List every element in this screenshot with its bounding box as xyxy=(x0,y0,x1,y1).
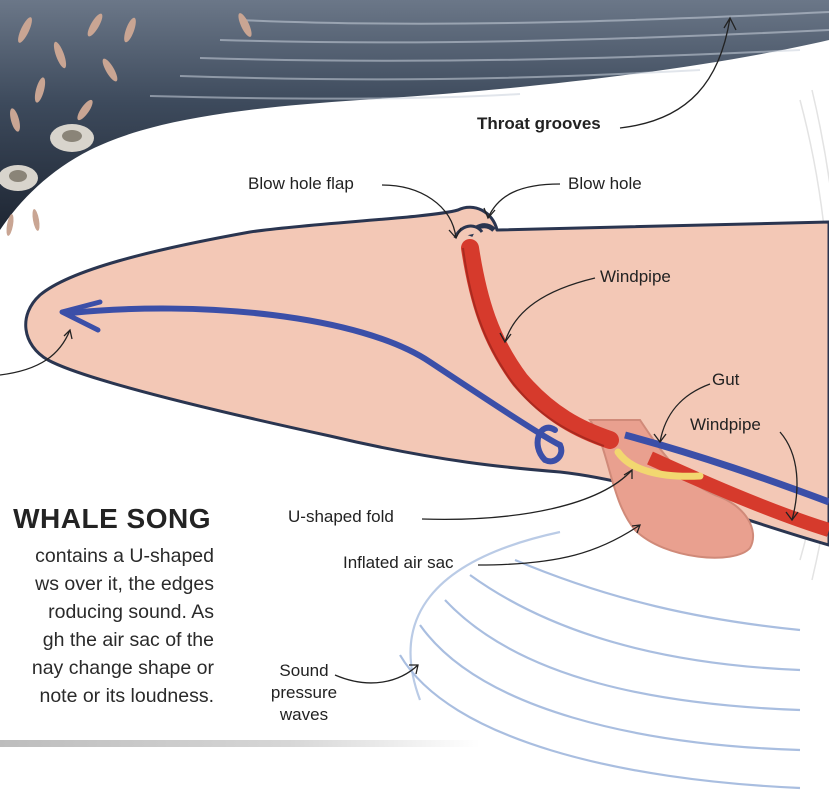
label-pressure-line: pressure xyxy=(268,682,340,704)
sound-pressure-waves xyxy=(400,532,800,788)
label-waves-line: waves xyxy=(268,704,340,726)
label-windpipe-lower: Windpipe xyxy=(690,415,761,435)
label-throat-grooves: Throat grooves xyxy=(477,114,601,134)
panel-body-line: contains a U-shaped xyxy=(35,545,214,568)
label-blow-hole-flap: Blow hole flap xyxy=(248,174,354,194)
panel-body-line: gh the air sac of the xyxy=(43,629,214,652)
whale-body-illustration xyxy=(0,0,829,236)
label-windpipe-upper: Windpipe xyxy=(600,267,671,287)
label-u-shaped-fold: U-shaped fold xyxy=(288,507,394,527)
label-gut: Gut xyxy=(712,370,739,390)
bottom-separator xyxy=(0,740,480,747)
panel-body-line: note or its loudness. xyxy=(39,685,214,708)
label-sound-line: Sound xyxy=(268,660,340,682)
label-blow-hole: Blow hole xyxy=(568,174,642,194)
panel-body-line: roducing sound. As xyxy=(48,601,214,624)
label-inflated-air-sac: Inflated air sac xyxy=(343,553,454,573)
panel-body-line: nay change shape or xyxy=(32,657,214,680)
label-sound-pressure-waves: Sound pressure waves xyxy=(268,660,340,726)
panel-heading: WHALE SONG xyxy=(13,503,211,535)
panel-body-line: ws over it, the edges xyxy=(35,573,214,596)
